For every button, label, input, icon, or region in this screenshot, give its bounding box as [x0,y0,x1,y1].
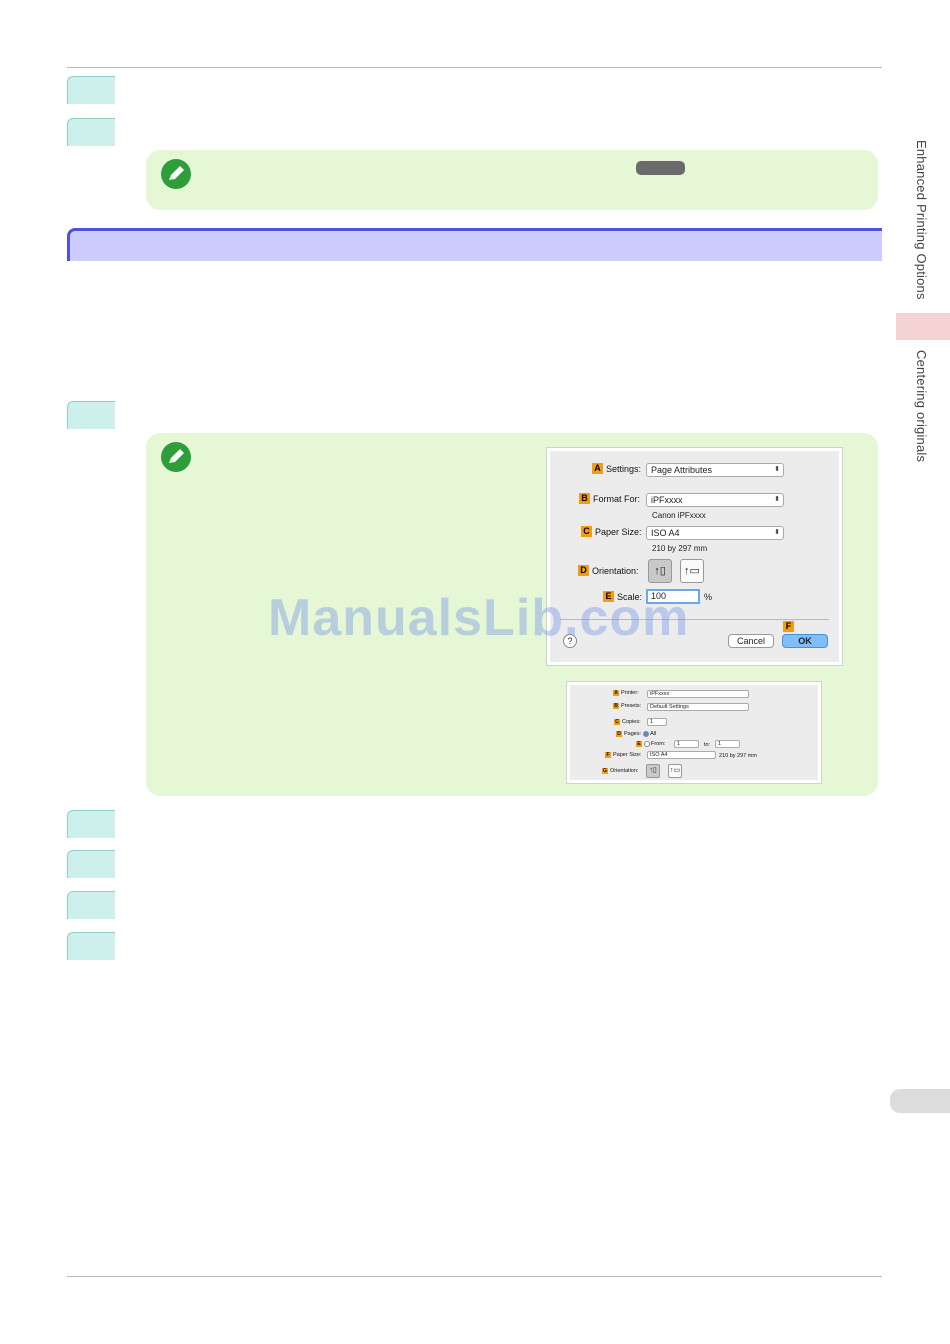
orientation-row: D Orientation: [578,565,639,576]
pages-row: D Pages: All [616,731,656,737]
badge-b: B [613,703,619,709]
bottom-rule [67,1276,882,1277]
orientation-label: Orientation: [592,565,639,576]
copies-row: C Copies: [614,719,641,725]
badge-e: E [636,741,642,747]
format-label: Format For: [593,493,641,504]
from-row: E From: [636,741,665,747]
paper-size-subtext: 210 by 297 mm [652,544,708,553]
copies-label: Copies: [622,719,641,725]
badge-a: A [592,463,603,474]
settings-popup[interactable]: Page Attributes ⬍ [646,463,784,477]
presets-popup[interactable]: Default Settings [647,703,749,711]
orientation-row: G Orientation: [602,768,638,774]
copies-input[interactable]: 1 [647,718,667,726]
dialog-separator [560,619,829,620]
format-subtext: Canon iPFxxxx [652,511,706,520]
step-tab-4 [67,810,115,838]
paper-size-label: Paper Size: [613,752,642,758]
paper-size-row: F Paper Size: [605,752,641,758]
to-input[interactable]: 1 [715,740,740,748]
portrait-orientation-icon[interactable]: ↑▯ [648,559,672,583]
from-label: From: [651,741,666,747]
page-setup-dialog: A Settings: Page Attributes ⬍ B Format F… [547,448,842,665]
step-tab-3 [67,401,115,429]
step-tab-2 [67,118,115,146]
print-dialog: A Printer: iPFxxxx B Presets: Default Se… [567,682,821,783]
step-tab-5 [67,850,115,878]
presets-row: B Presets: [613,703,641,709]
top-rule [67,67,882,68]
side-page-tab [890,1089,950,1113]
badge-b: B [579,493,590,504]
watermark: ManualsLib.com [268,589,690,647]
side-chapter-label: Enhanced Printing Options [914,140,929,300]
paper-size-label: Paper Size: [595,526,642,537]
paper-size-row: C Paper Size: [581,526,642,537]
popup-arrows-icon: ⬍ [774,496,780,503]
badge-a: A [613,690,619,696]
step-tab-1 [67,76,115,104]
badge-d: D [578,565,589,576]
pencil-note-icon [161,442,191,472]
side-tab-marker [896,313,950,340]
scale-row: E Scale: [603,591,642,602]
badge-f: F [605,752,611,758]
ok-button[interactable]: OK [782,634,828,648]
note-box-top [146,150,878,210]
portrait-orientation-icon[interactable]: ↑▯ [646,764,660,778]
popup-arrows-icon: ⬍ [774,466,780,473]
scale-unit: % [704,592,713,602]
step-tab-6 [67,891,115,919]
landscape-orientation-icon[interactable]: ↑▭ [680,559,704,583]
printer-label: Printer: [621,690,639,696]
settings-row: A Settings: [592,463,641,474]
paper-size-popup[interactable]: ISO A4 ⬍ [646,526,784,540]
pages-from-radio[interactable] [644,741,650,747]
badge-e: E [603,591,614,602]
settings-value: Page Attributes [651,465,713,475]
cancel-button[interactable]: Cancel [728,634,774,648]
settings-label: Settings: [606,463,642,474]
pages-label: Pages: [624,731,642,737]
presets-label: Presets: [621,703,642,709]
orientation-label: Orientation: [610,768,639,774]
help-button[interactable]: ? [563,634,577,648]
format-popup[interactable]: iPFxxxx ⬍ [646,493,784,507]
paper-size-popup[interactable]: ISO A4 [647,751,716,759]
paper-size-subtext: 210 by 297 mm [719,753,757,759]
to-label: to: [704,742,711,748]
popup-arrows-icon: ⬍ [774,529,780,536]
pages-all-label: All [650,731,657,737]
paper-size-value: ISO A4 [651,528,680,538]
format-row: B Format For: [579,493,640,504]
badge-c: C [581,526,592,537]
scale-label: Scale: [617,591,643,602]
scale-input[interactable]: 100 [646,589,700,604]
pages-all-radio[interactable] [643,731,650,737]
from-input[interactable]: 1 [674,740,699,748]
badge-d: D [616,731,622,737]
badge-c: C [614,719,620,725]
printer-popup[interactable]: iPFxxxx [647,690,749,698]
badge-f: F [783,621,794,632]
pencil-note-icon [161,159,191,189]
badge-g: G [602,768,608,774]
button-reference-pill [636,161,685,175]
format-value: iPFxxxx [651,495,683,505]
side-section-label: Centering originals [914,350,929,463]
printer-row: A Printer: [613,690,639,696]
landscape-orientation-icon[interactable]: ↑▭ [668,764,682,778]
section-heading-bar [67,228,882,261]
step-tab-7 [67,932,115,960]
